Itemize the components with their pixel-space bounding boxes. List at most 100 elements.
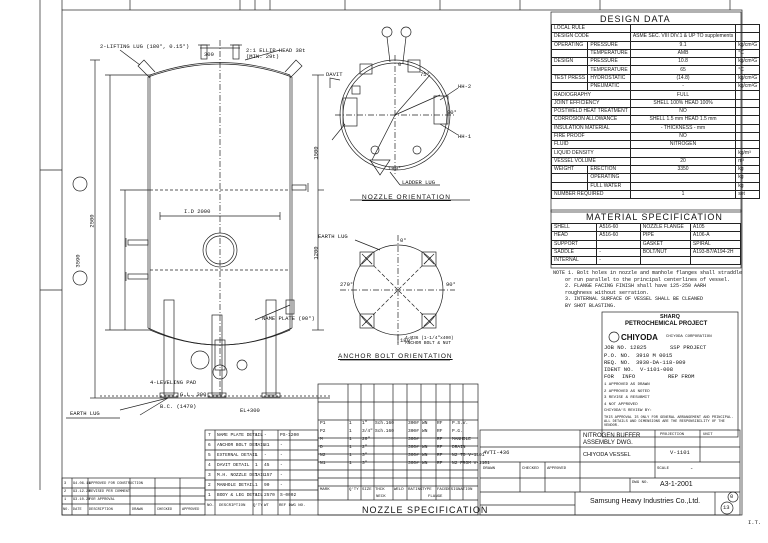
- anchor-angle-270: 270°: [340, 281, 354, 288]
- design-data-sublabel: TEMPERATURE: [587, 48, 631, 59]
- material-spec-cell: A105: [689, 222, 742, 233]
- design-data-label: FIRE PROOF: [551, 131, 631, 142]
- material-spec-cell: A516-60: [596, 222, 641, 233]
- nozzle-rating: 300#: [408, 437, 419, 442]
- gl-label: G.L. 300: [180, 391, 207, 398]
- rev-desc: REVISED PER COMMENT: [89, 490, 130, 494]
- part-desc: DAVIT DETAIL: [217, 463, 250, 468]
- part-desc: EXTERNAL DETAIL: [217, 453, 258, 458]
- material-spec-cell: -: [596, 247, 641, 258]
- part-desc: M.H. NOZZLE DETAIL: [217, 473, 266, 478]
- contractor-sub: CHIYODA CORPORATION: [666, 335, 712, 339]
- item-no: V-1101: [670, 449, 690, 456]
- rev-col-header: DATE: [73, 508, 82, 512]
- title-code: 4VTI-436: [483, 449, 510, 456]
- design-data-unit: kg/cm²G: [735, 57, 761, 67]
- nozzle-qty: 1: [349, 445, 352, 450]
- design-data-unit: kg: [735, 173, 761, 183]
- material-spec-cell: INTERNAL: [550, 256, 598, 266]
- rev-col-header: APPROVED: [182, 508, 200, 512]
- dim-1200: 1200: [312, 246, 320, 260]
- for-value: INFO: [622, 373, 636, 380]
- nozzle-rating: 300#: [408, 461, 419, 466]
- design-data-label: [550, 65, 589, 75]
- design-data-unit: [735, 32, 761, 42]
- nozzle-thck: Sch.160: [375, 421, 394, 426]
- material-spec-cell: GASKET: [639, 239, 691, 249]
- anchor-angle-180: 180°: [400, 337, 414, 344]
- nozzle-col-header: WELD: [394, 488, 404, 492]
- nozzle-orientation-title: NOZZLE ORIENTATION: [362, 194, 451, 201]
- note-line: 2. FLANGE FACING FINISH shall have 125-2…: [565, 283, 707, 289]
- design-data-row: LOCAL RULE: [551, 23, 761, 34]
- design-data-unit: kg/cm²G: [735, 40, 761, 50]
- nozzle-desig: N2 FROM V-1101: [452, 461, 490, 466]
- nozzle-face: RF: [437, 453, 443, 458]
- note-line: or run parallel to the principal centerl…: [565, 276, 731, 283]
- design-data-label: INSULATION MATERIAL: [551, 123, 631, 133]
- part-col-header: Q'TY: [253, 504, 263, 508]
- part-qty: 4: [255, 443, 258, 448]
- rev-date: 93.12.20: [73, 490, 91, 494]
- design-data-value: 3350: [629, 165, 737, 175]
- rev-col-header: DRAWN: [132, 508, 143, 512]
- material-spec-cell: BOLT/NUT: [639, 247, 691, 258]
- note-line: NOTE 1. Bolt holes in nozzle and manhole…: [553, 270, 743, 276]
- part-ref: PS-1200: [280, 433, 299, 438]
- rev-no: 2: [64, 490, 67, 494]
- nozzle-size: 3": [362, 453, 368, 458]
- nozzle-size: 1": [362, 421, 368, 426]
- nozzle-rating: 300#: [408, 445, 419, 450]
- part-no: 3: [208, 473, 211, 478]
- design-data-unit: set: [735, 189, 761, 200]
- scale-value: -: [690, 465, 694, 472]
- design-data-value: [629, 181, 737, 191]
- status-line: 2 APPROVED AS NOTED: [604, 389, 650, 394]
- design-data-unit: [735, 106, 761, 117]
- nozzle-type: WN: [422, 461, 428, 466]
- nozzle-face: RF: [437, 429, 443, 434]
- design-data-unit: [735, 90, 761, 100]
- nozzle-rating: 300#: [408, 421, 419, 426]
- design-data-label: JOINT EFFICIENCY: [551, 98, 631, 108]
- design-data-label: TEST PRESS: [550, 73, 589, 84]
- hh1-label: HH-1: [458, 133, 472, 140]
- part-no: 6: [208, 443, 211, 448]
- design-data-sublabel: OPERATING: [587, 173, 631, 183]
- material-spec-cell: SADDLE: [550, 247, 598, 258]
- part-col-header: DESCRIPTION: [219, 504, 246, 508]
- part-desc: NAME PLATE DETAIL: [217, 433, 263, 438]
- nozzle-face: RF: [437, 421, 443, 426]
- material-spec-cell: PIPE: [639, 231, 691, 241]
- design-data-value: SHELL 1.5 mm HEAD 1.5 mm: [629, 115, 737, 125]
- design-data-value: FULL: [629, 90, 737, 100]
- nozzle-face: RF: [437, 461, 443, 466]
- anchor-angle-0: 0°: [400, 237, 407, 244]
- material-spec-cell: A106-A: [689, 231, 742, 241]
- nozzle-desig: MANHOLE: [452, 437, 471, 442]
- status-line: 3 REVISE & RESUBMIT: [604, 396, 650, 400]
- design-data-value: 65: [629, 65, 737, 75]
- material-spec-cell: A516-60: [596, 231, 641, 241]
- part-qty: 1: [255, 453, 258, 458]
- status-line: 1 APPROVED AS DRAWN: [604, 383, 650, 387]
- dim-2500: 2500: [88, 214, 96, 228]
- design-data-value: [629, 173, 737, 183]
- design-data-label: POSTWELD HEAT TREATMENT: [551, 106, 631, 117]
- bc-label: B.C. (1470): [160, 403, 197, 410]
- note-line: 3. INTERNAL SURFACE OF VESSEL SHALL BE C…: [565, 296, 704, 302]
- nozzle-rating: 300#: [408, 453, 419, 458]
- rev-desc: APPROVED FOR CONSTRUCTION: [89, 482, 143, 486]
- company-name: Samsung Heavy Industries Co.,Ltd.: [590, 498, 701, 505]
- nozzle-qty: 1: [349, 421, 352, 426]
- nozzle-qty: 1: [349, 429, 352, 434]
- dim-3590: 3590: [74, 254, 82, 268]
- part-no: 1: [208, 493, 211, 498]
- part-qty: 1: [255, 493, 258, 498]
